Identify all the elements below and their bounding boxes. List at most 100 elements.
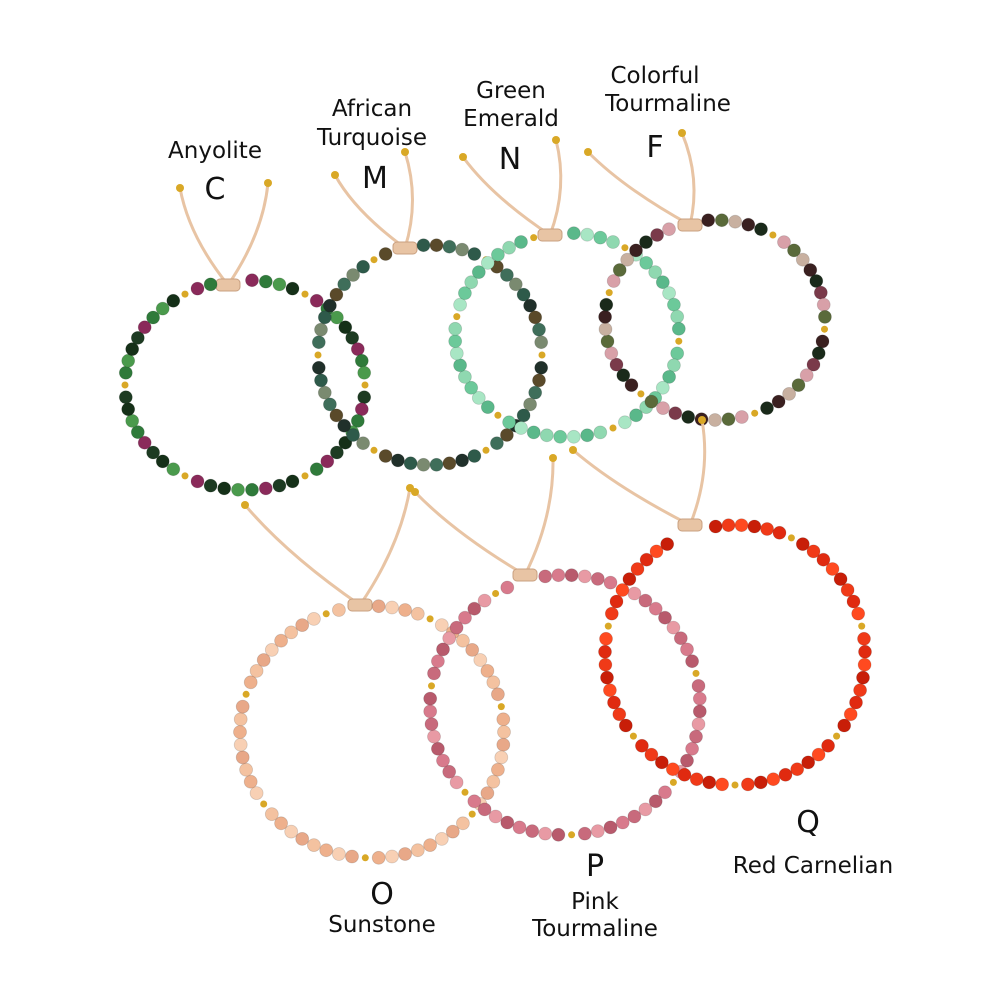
gem-bead <box>615 583 630 597</box>
spacer-bead <box>568 831 576 839</box>
gem-bead <box>590 824 605 838</box>
gem-bead <box>455 816 470 831</box>
spacer-bead <box>361 854 369 862</box>
gem-bead <box>410 606 425 621</box>
gem-bead <box>243 675 258 690</box>
gem-bead <box>243 774 258 789</box>
gem-bead <box>166 293 181 308</box>
gem-bead <box>448 321 463 336</box>
gem-bead <box>609 357 624 372</box>
gem-bead <box>638 593 653 608</box>
label-turquoise: Turquoise <box>317 125 427 151</box>
gem-bead <box>650 228 664 242</box>
cord-end-bead <box>401 148 409 156</box>
gem-bead <box>424 717 439 731</box>
gem-bead <box>665 762 680 777</box>
gem-bead <box>500 815 515 830</box>
gem-bead <box>235 750 250 765</box>
gem-bead <box>799 368 814 383</box>
gem-bead <box>649 544 664 559</box>
spacer-bead <box>453 313 461 321</box>
gem-bead <box>777 235 791 250</box>
gem-bead <box>815 334 830 349</box>
gem-bead <box>457 286 472 301</box>
label-pink: Pink <box>571 889 619 915</box>
gem-bead <box>701 213 716 228</box>
gem-bead <box>434 618 449 632</box>
gem-bead <box>538 826 553 841</box>
gem-bead <box>423 838 438 852</box>
gem-bead <box>673 631 688 646</box>
gem-bead <box>598 322 613 337</box>
gem-bead <box>795 252 810 267</box>
gem-bead <box>532 373 546 388</box>
gem-bead <box>525 824 540 838</box>
gem-bead <box>309 293 324 308</box>
gem-bead <box>670 309 685 324</box>
spacer-bead <box>242 690 250 698</box>
gem-bead <box>551 827 566 842</box>
gem-bead <box>660 537 675 551</box>
gem-bead <box>331 847 346 861</box>
gem-bead <box>644 747 659 762</box>
gem-bead <box>311 360 326 375</box>
gem-bead <box>445 824 460 839</box>
spacer-bead <box>858 622 866 630</box>
spacer-bead <box>621 244 629 252</box>
gem-bead <box>806 357 821 372</box>
gem-bead <box>734 518 749 533</box>
gem-bead <box>118 390 133 405</box>
gem-bead <box>858 644 872 659</box>
spacer-bead <box>322 610 330 618</box>
gem-bead <box>233 737 248 752</box>
gem-bead <box>314 373 328 388</box>
gem-bead <box>580 428 595 443</box>
gem-bead <box>516 287 531 302</box>
gem-bead <box>390 453 405 468</box>
gem-bead <box>486 675 501 690</box>
cord-M <box>333 174 406 250</box>
gem-bead <box>473 653 488 667</box>
spacer-bead <box>731 781 739 789</box>
spacer-bead <box>609 424 617 432</box>
letter-n: N <box>498 142 522 177</box>
gem-bead <box>284 625 299 640</box>
gem-bead <box>620 252 635 267</box>
gem-bead <box>577 569 592 584</box>
gem-bead <box>274 633 289 648</box>
gem-bead <box>681 410 696 424</box>
gem-bead <box>849 695 863 710</box>
gem-bead <box>689 729 703 744</box>
cord-O <box>358 487 412 606</box>
cord-M <box>403 151 414 249</box>
gem-bead <box>137 435 152 450</box>
gem-bead <box>398 847 413 861</box>
gem-bead <box>410 843 425 858</box>
cord-end-bead <box>241 501 249 509</box>
spacer-bead <box>426 615 434 623</box>
gem-bead <box>423 704 438 719</box>
gem-bead <box>692 691 707 706</box>
gem-bead <box>494 750 509 765</box>
gem-bead <box>747 519 762 534</box>
spacer-bead <box>301 290 309 298</box>
gem-bead <box>467 794 482 809</box>
gem-bead <box>599 631 613 646</box>
cord-end-bead <box>411 488 419 496</box>
gem-bead <box>593 230 608 245</box>
gem-bead <box>309 462 324 477</box>
label-sunstone: Sunstone <box>328 912 436 938</box>
spacer-bead <box>538 351 546 359</box>
gem-bead <box>564 568 579 583</box>
spacer-bead <box>787 534 795 542</box>
gem-bead <box>523 298 537 313</box>
gem-bead <box>803 263 818 277</box>
gem-bead <box>638 802 653 817</box>
gem-bead <box>471 390 486 405</box>
letter-c: C <box>204 172 226 207</box>
gem-bead <box>346 428 361 442</box>
gem-bead <box>721 518 736 533</box>
gem-bead <box>512 820 527 835</box>
gem-bead <box>630 562 645 576</box>
spacer-bead <box>629 732 637 740</box>
